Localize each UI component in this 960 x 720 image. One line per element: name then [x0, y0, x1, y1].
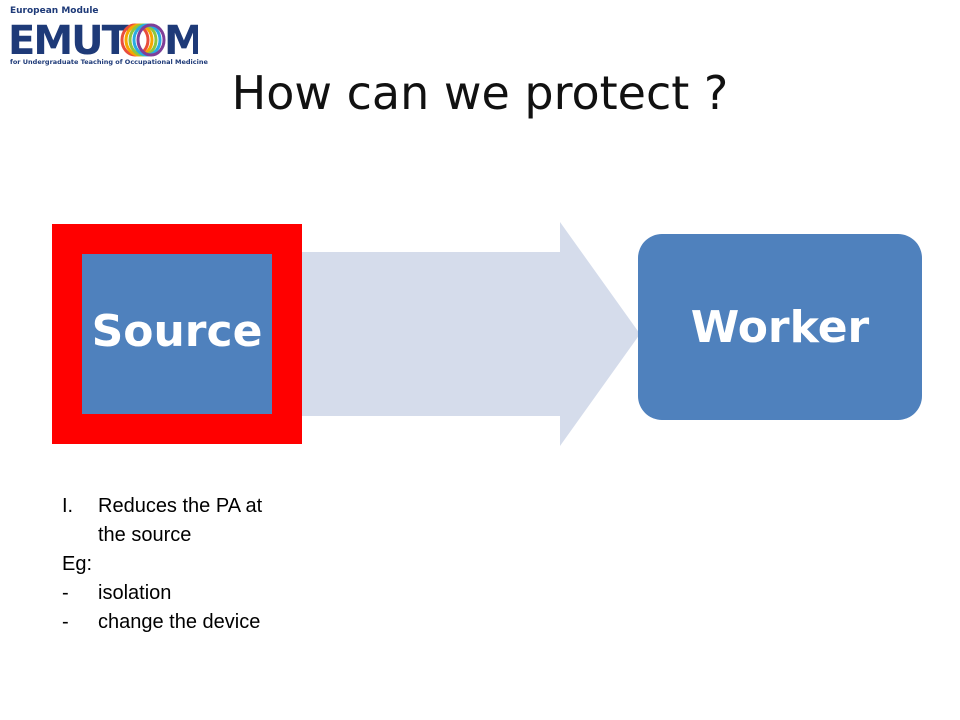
list-item: I. Reduces the PA at	[62, 492, 342, 521]
svg-text:M: M	[164, 18, 198, 60]
source-box	[82, 254, 272, 414]
logo-bottom-text: for Undergraduate Teaching of Occupation…	[10, 58, 208, 66]
source-label: Source	[91, 306, 263, 357]
item-marker: I.	[62, 495, 74, 517]
bullet-text: isolation	[98, 582, 172, 604]
bullet-item: - change the device	[62, 608, 342, 637]
worker-box	[638, 234, 922, 420]
svg-text:EMUT: EMUT	[8, 18, 130, 60]
item-text-line2: the source	[98, 524, 192, 546]
item-text-line1: Reduces the PA at	[98, 495, 263, 517]
eg-label-row: Eg:	[62, 550, 342, 579]
logo-top-text: European Module	[10, 6, 99, 16]
list-item-continued: the source	[62, 521, 342, 550]
worker-label: Worker	[690, 302, 870, 353]
slide-title: How can we protect ?	[231, 66, 729, 120]
notes-list: I. Reduces the PA at the source Eg: - is…	[62, 492, 342, 637]
bullet-marker: -	[62, 582, 69, 604]
logo-wordmark: EMUT M	[8, 18, 198, 60]
bullet-text: change the device	[98, 611, 261, 633]
bullet-item: - isolation	[62, 579, 342, 608]
bullet-marker: -	[62, 611, 69, 633]
eg-label: Eg:	[62, 553, 93, 575]
emutom-logo: European Module EMUT M for Undergraduate…	[8, 6, 208, 68]
arrow-shape	[300, 222, 640, 446]
